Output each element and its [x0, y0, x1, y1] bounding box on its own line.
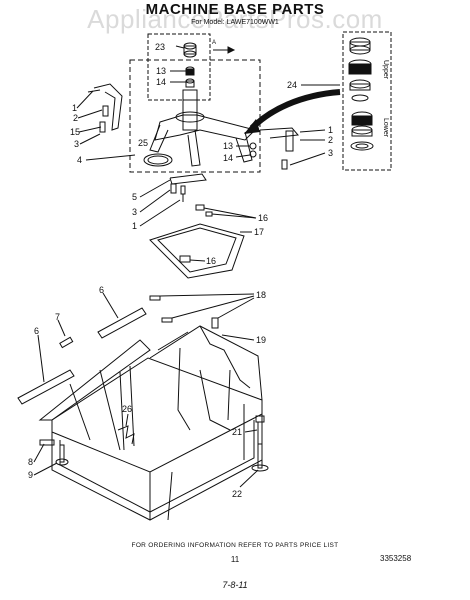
upper-bearing-parts [348, 37, 372, 102]
callout-8: 8 [28, 457, 33, 467]
callout-21: 21 [232, 427, 242, 437]
lower-bearing-parts [350, 111, 374, 151]
callout-24: 24 [287, 80, 297, 90]
document-number: 3353258 [380, 554, 412, 563]
callout-4: 4 [77, 155, 82, 165]
ordering-info-footer: FOR ORDERING INFORMATION REFER TO PARTS … [131, 542, 339, 549]
part-13-icon [185, 66, 195, 76]
machine-base-frame [38, 325, 263, 521]
callout-5: 5 [132, 192, 137, 202]
callout-1c: 1 [132, 221, 137, 231]
callout-26: 26 [122, 404, 132, 414]
callout-1a: 1 [72, 103, 77, 113]
date-mark: 7-8-11 [222, 580, 248, 590]
transmission-spider-assembly [149, 89, 256, 167]
callout-22: 22 [232, 489, 242, 499]
leveling-foot-right [251, 415, 269, 472]
curved-arrow [249, 89, 341, 131]
arrow-marker: A [212, 40, 216, 46]
lower-label: Lower [382, 118, 389, 138]
callout-2b: 2 [328, 135, 333, 145]
part-25-ring [143, 153, 173, 167]
transmission-dashed-box [129, 59, 261, 173]
callout-9: 9 [28, 470, 33, 480]
part-14-icon [185, 78, 195, 88]
part-6-upper-rail [97, 307, 147, 339]
part-26-spring [117, 425, 135, 445]
callout-3b: 3 [328, 148, 333, 158]
callout-6b: 6 [34, 326, 39, 336]
callout-25: 25 [138, 138, 148, 148]
right-bracket-assembly [249, 127, 299, 170]
callout-14b: 14 [223, 153, 233, 163]
part-7-pin [59, 336, 74, 349]
callout-1b: 1 [328, 125, 333, 135]
part-17-plate [149, 223, 245, 279]
page-number: 11 [230, 555, 240, 564]
part-23-icon [183, 42, 197, 58]
callout-3c: 3 [132, 207, 137, 217]
callout-6a: 6 [99, 285, 104, 295]
leveling-foot-left [39, 439, 69, 466]
middle-fasteners [169, 173, 207, 202]
upper-label: Upper [382, 60, 389, 80]
callout-15: 15 [70, 127, 80, 137]
model-line: For Model: LAWE7100WW1 [191, 19, 279, 26]
callout-19: 19 [256, 335, 266, 345]
callout-2a: 2 [73, 113, 78, 123]
part-18-clips [149, 295, 219, 329]
callout-16a: 16 [258, 213, 268, 223]
side-panel-dashed-box [342, 31, 392, 171]
upper-assembly-dashed-box [147, 33, 211, 101]
left-bracket-assembly [87, 83, 123, 133]
callout-3a: 3 [74, 139, 79, 149]
callout-18: 18 [256, 290, 266, 300]
callout-7: 7 [55, 312, 60, 322]
callout-13a: 13 [156, 66, 166, 76]
part-6-lower-rail [17, 369, 75, 405]
callout-23: 23 [155, 42, 165, 52]
page-title: MACHINE BASE PARTS [145, 1, 325, 18]
callout-17: 17 [254, 227, 264, 237]
part-16-clip [195, 204, 213, 217]
callout-13b: 13 [223, 141, 233, 151]
callout-14a: 14 [156, 77, 166, 87]
callout-16b: 16 [206, 256, 216, 266]
